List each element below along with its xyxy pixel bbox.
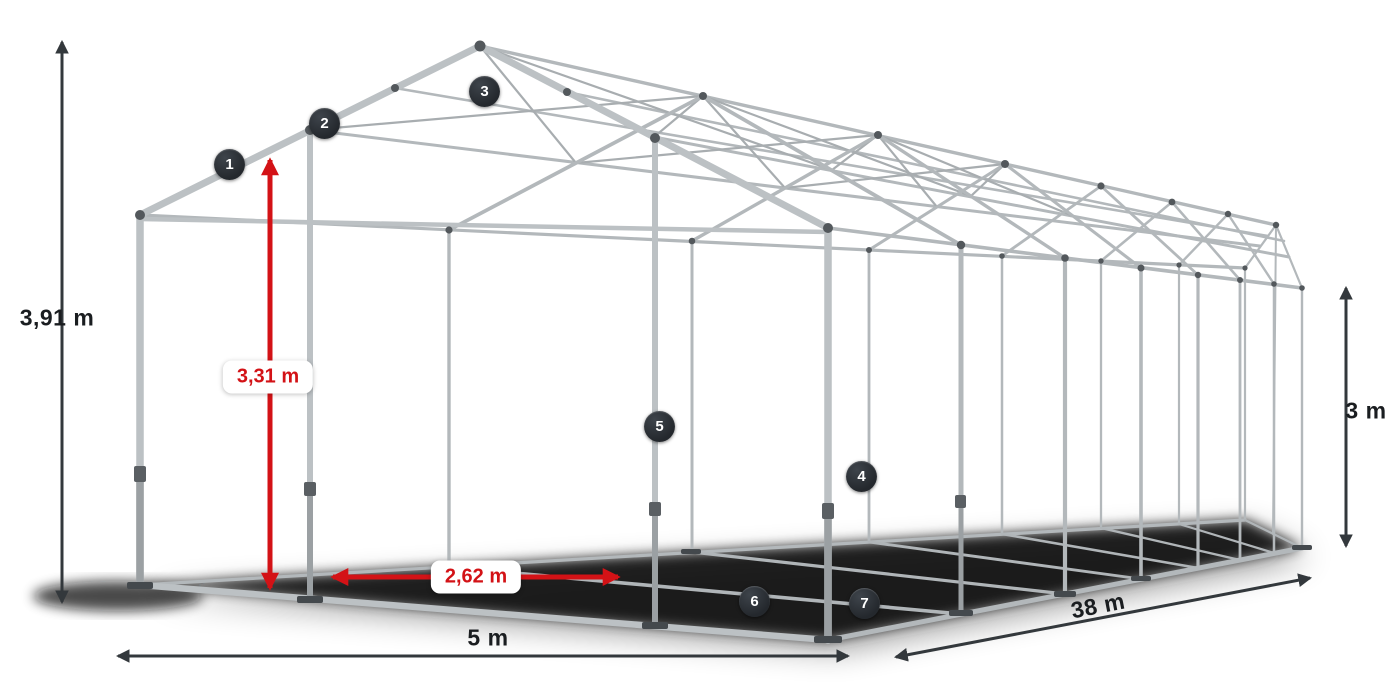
part-marker-4[interactable]: 4 — [846, 461, 877, 492]
roof-purlins — [138, 44, 1304, 290]
part-marker-5[interactable]: 5 — [644, 411, 675, 442]
dimension-arrows — [55, 39, 1353, 663]
part-marker-1[interactable]: 1 — [214, 149, 245, 180]
part-marker-1-number: 1 — [225, 156, 234, 173]
passage-height-badge: 3,31 m — [222, 360, 314, 394]
roof-trusses — [447, 93, 1304, 535]
part-marker-6-number: 6 — [750, 593, 759, 610]
part-marker-4-number: 4 — [857, 468, 866, 485]
side-height-label: 3 m — [1345, 397, 1387, 424]
part-marker-5-number: 5 — [655, 418, 664, 435]
total-height-label: 3,91 m — [19, 304, 95, 331]
part-marker-2-number: 2 — [320, 115, 329, 132]
part-marker-7[interactable]: 7 — [849, 588, 880, 619]
width-label: 5 m — [467, 624, 509, 651]
length-arrow — [893, 573, 1313, 662]
entrance-width-badge: 2,62 m — [430, 560, 522, 594]
tent-frame — [136, 42, 1305, 644]
part-marker-3-number: 3 — [480, 83, 489, 100]
post-lower-sections — [136, 474, 964, 642]
part-marker-3[interactable]: 3 — [469, 76, 500, 107]
part-marker-2[interactable]: 2 — [309, 108, 340, 139]
part-marker-6[interactable]: 6 — [739, 586, 770, 617]
part-marker-7-number: 7 — [860, 595, 869, 612]
roof-braces — [308, 44, 1075, 218]
